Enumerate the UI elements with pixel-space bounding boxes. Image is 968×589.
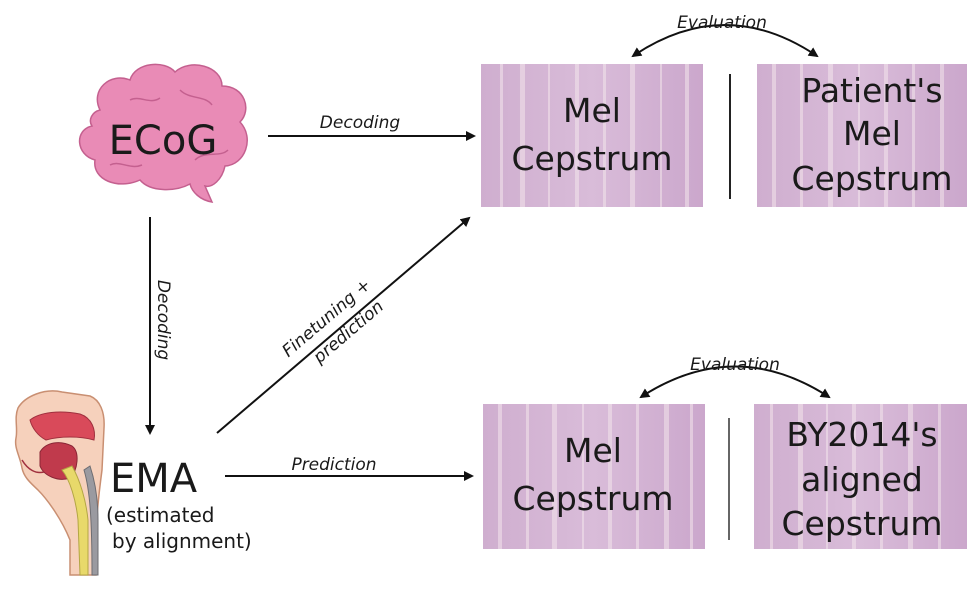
ema-note-line2: by alignment) <box>112 529 252 553</box>
vocal-tract-icon <box>14 390 105 576</box>
spectrogram-stripes <box>770 404 941 549</box>
arrow-ema-to-top-mel <box>216 216 471 434</box>
spectrogram-stripes <box>772 64 944 207</box>
spectrogram-stripes <box>498 404 693 549</box>
box-top-right-line1: Patient's <box>801 71 942 110</box>
edge-label-ecog-to-ema: Decoding <box>153 280 173 361</box>
box-top-right-line2: Mel <box>843 114 901 153</box>
spectrogram-stripes <box>500 64 689 207</box>
box-bottom-left-line2: Cepstrum <box>512 479 673 518</box>
box-bottom-right: BY2014's aligned Cepstrum <box>754 404 967 549</box>
box-bottom-right-line1: BY2014's <box>786 415 937 454</box>
box-bottom-right-line3: Cepstrum <box>781 504 942 543</box>
box-top-right-line3: Cepstrum <box>791 159 952 198</box>
arrow-bottom-evaluation <box>639 365 831 399</box>
edge-label-ema-to-bottom-mel: Prediction <box>291 455 376 475</box>
ema-label: EMA <box>110 456 198 502</box>
box-top-right: Patient's Mel Cepstrum <box>757 64 967 207</box>
ema-note-line1: (estimated <box>106 503 215 527</box>
box-top-left: Mel Cepstrum <box>481 64 703 207</box>
box-top-left-line1: Mel <box>563 91 621 130</box>
box-bottom-left: Mel Cepstrum <box>483 404 705 549</box>
edge-label-top-evaluation: Evaluation <box>677 13 767 33</box>
ecog-label: ECoG <box>109 118 218 164</box>
box-top-left-line2: Cepstrum <box>511 139 672 178</box>
edge-label-bottom-evaluation: Evaluation <box>690 355 780 375</box>
arrow-top-evaluation <box>631 24 819 58</box>
box-bottom-right-line2: aligned <box>801 460 923 499</box>
edge-label-ecog-to-mel: Decoding <box>320 113 401 133</box>
ecog-brain-icon <box>78 63 248 203</box>
box-bottom-left-line1: Mel <box>564 431 622 470</box>
